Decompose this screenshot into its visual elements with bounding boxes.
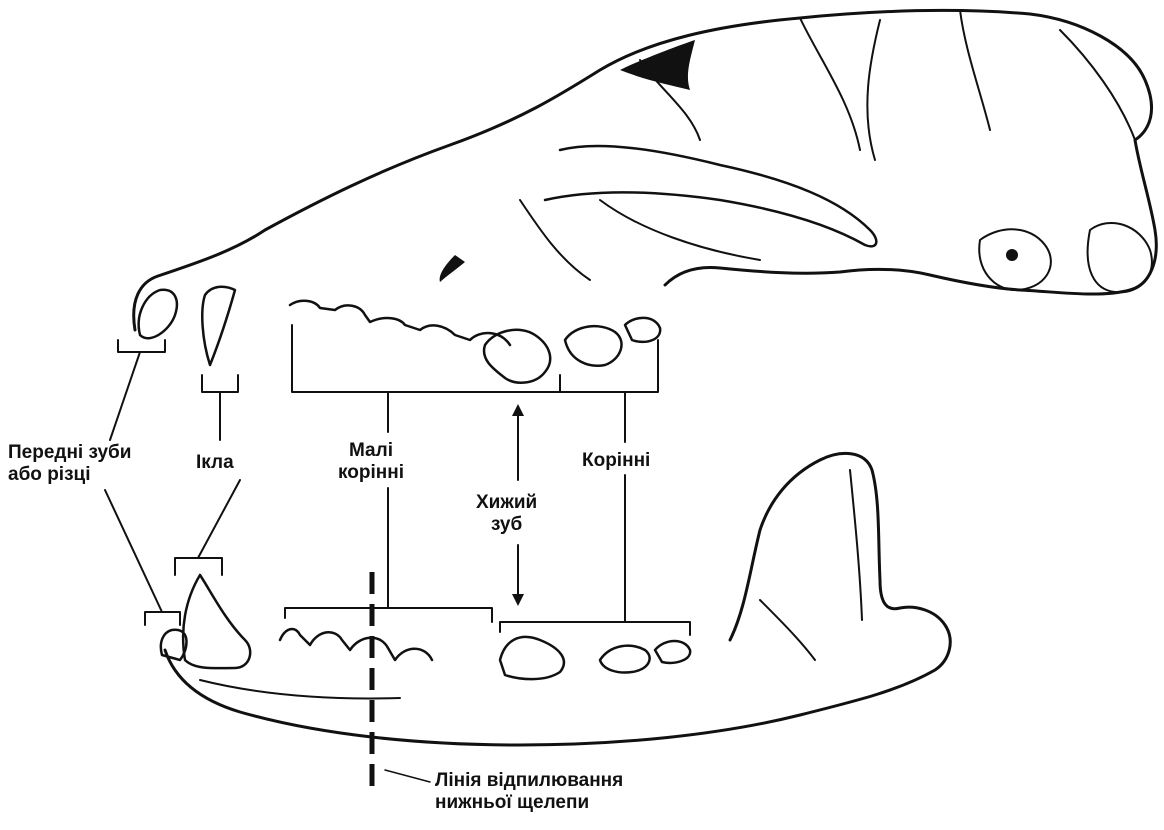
canines-lower-leader [198,480,240,558]
upper-incisor [139,290,177,338]
upper-skull [134,10,1157,383]
upper-premolars [290,301,510,345]
label-premolars-line2: корінні [338,462,404,484]
skull-suture [640,10,1135,160]
label-molars: Корінні [582,450,650,472]
label-carnassial: Хижий зуб [476,492,537,536]
incisors-upper-bracket [118,340,165,352]
incisors-upper-leader [110,352,140,440]
ear-canal [1006,249,1018,261]
annotation-lines [105,325,690,790]
label-canines: Ікла [196,452,234,474]
label-carnassial-line2: зуб [476,514,537,536]
canines-lower-bracket [175,558,222,575]
premolars-lower-bracket [285,608,492,622]
lower-carnassial [500,637,564,679]
lower-molars [600,641,690,673]
incisors-lower-bracket [145,612,180,625]
label-premolars: Малі корінні [338,440,404,484]
label-incisors-line2: або різці [8,464,131,486]
lower-canine [183,575,250,668]
lower-premolars [280,629,432,660]
zygomatic-arch [545,146,876,246]
label-cut-line: Лінія відпилювання нижньої щелепи [435,770,623,814]
cut-line-leader [385,770,430,782]
molars-upper-bracket [560,340,658,392]
mandible-outline [165,453,950,745]
upper-carnassial [484,330,550,383]
label-cut-line-line2: нижньої щелепи [435,792,623,814]
molars-lower-bracket [500,622,690,635]
label-carnassial-line1: Хижий [476,492,537,514]
label-molars-text: Корінні [582,450,650,472]
incisors-lower-leader [105,490,162,612]
label-canines-text: Ікла [196,452,234,474]
label-premolars-line1: Малі [338,440,404,462]
label-cut-line-line1: Лінія відпилювання [435,770,623,792]
upper-molars [565,318,660,366]
label-incisors: Передні зуби або різці [8,442,131,486]
upper-canine [202,287,235,365]
label-incisors-line1: Передні зуби [8,442,131,464]
lower-jaw [161,453,950,745]
carnassial-arrowhead-down [512,594,524,606]
skull-outline [134,11,1157,330]
infraorbital-foramen [440,255,465,282]
carnassial-arrowhead-up [512,404,524,416]
canines-upper-bracket [202,375,238,392]
